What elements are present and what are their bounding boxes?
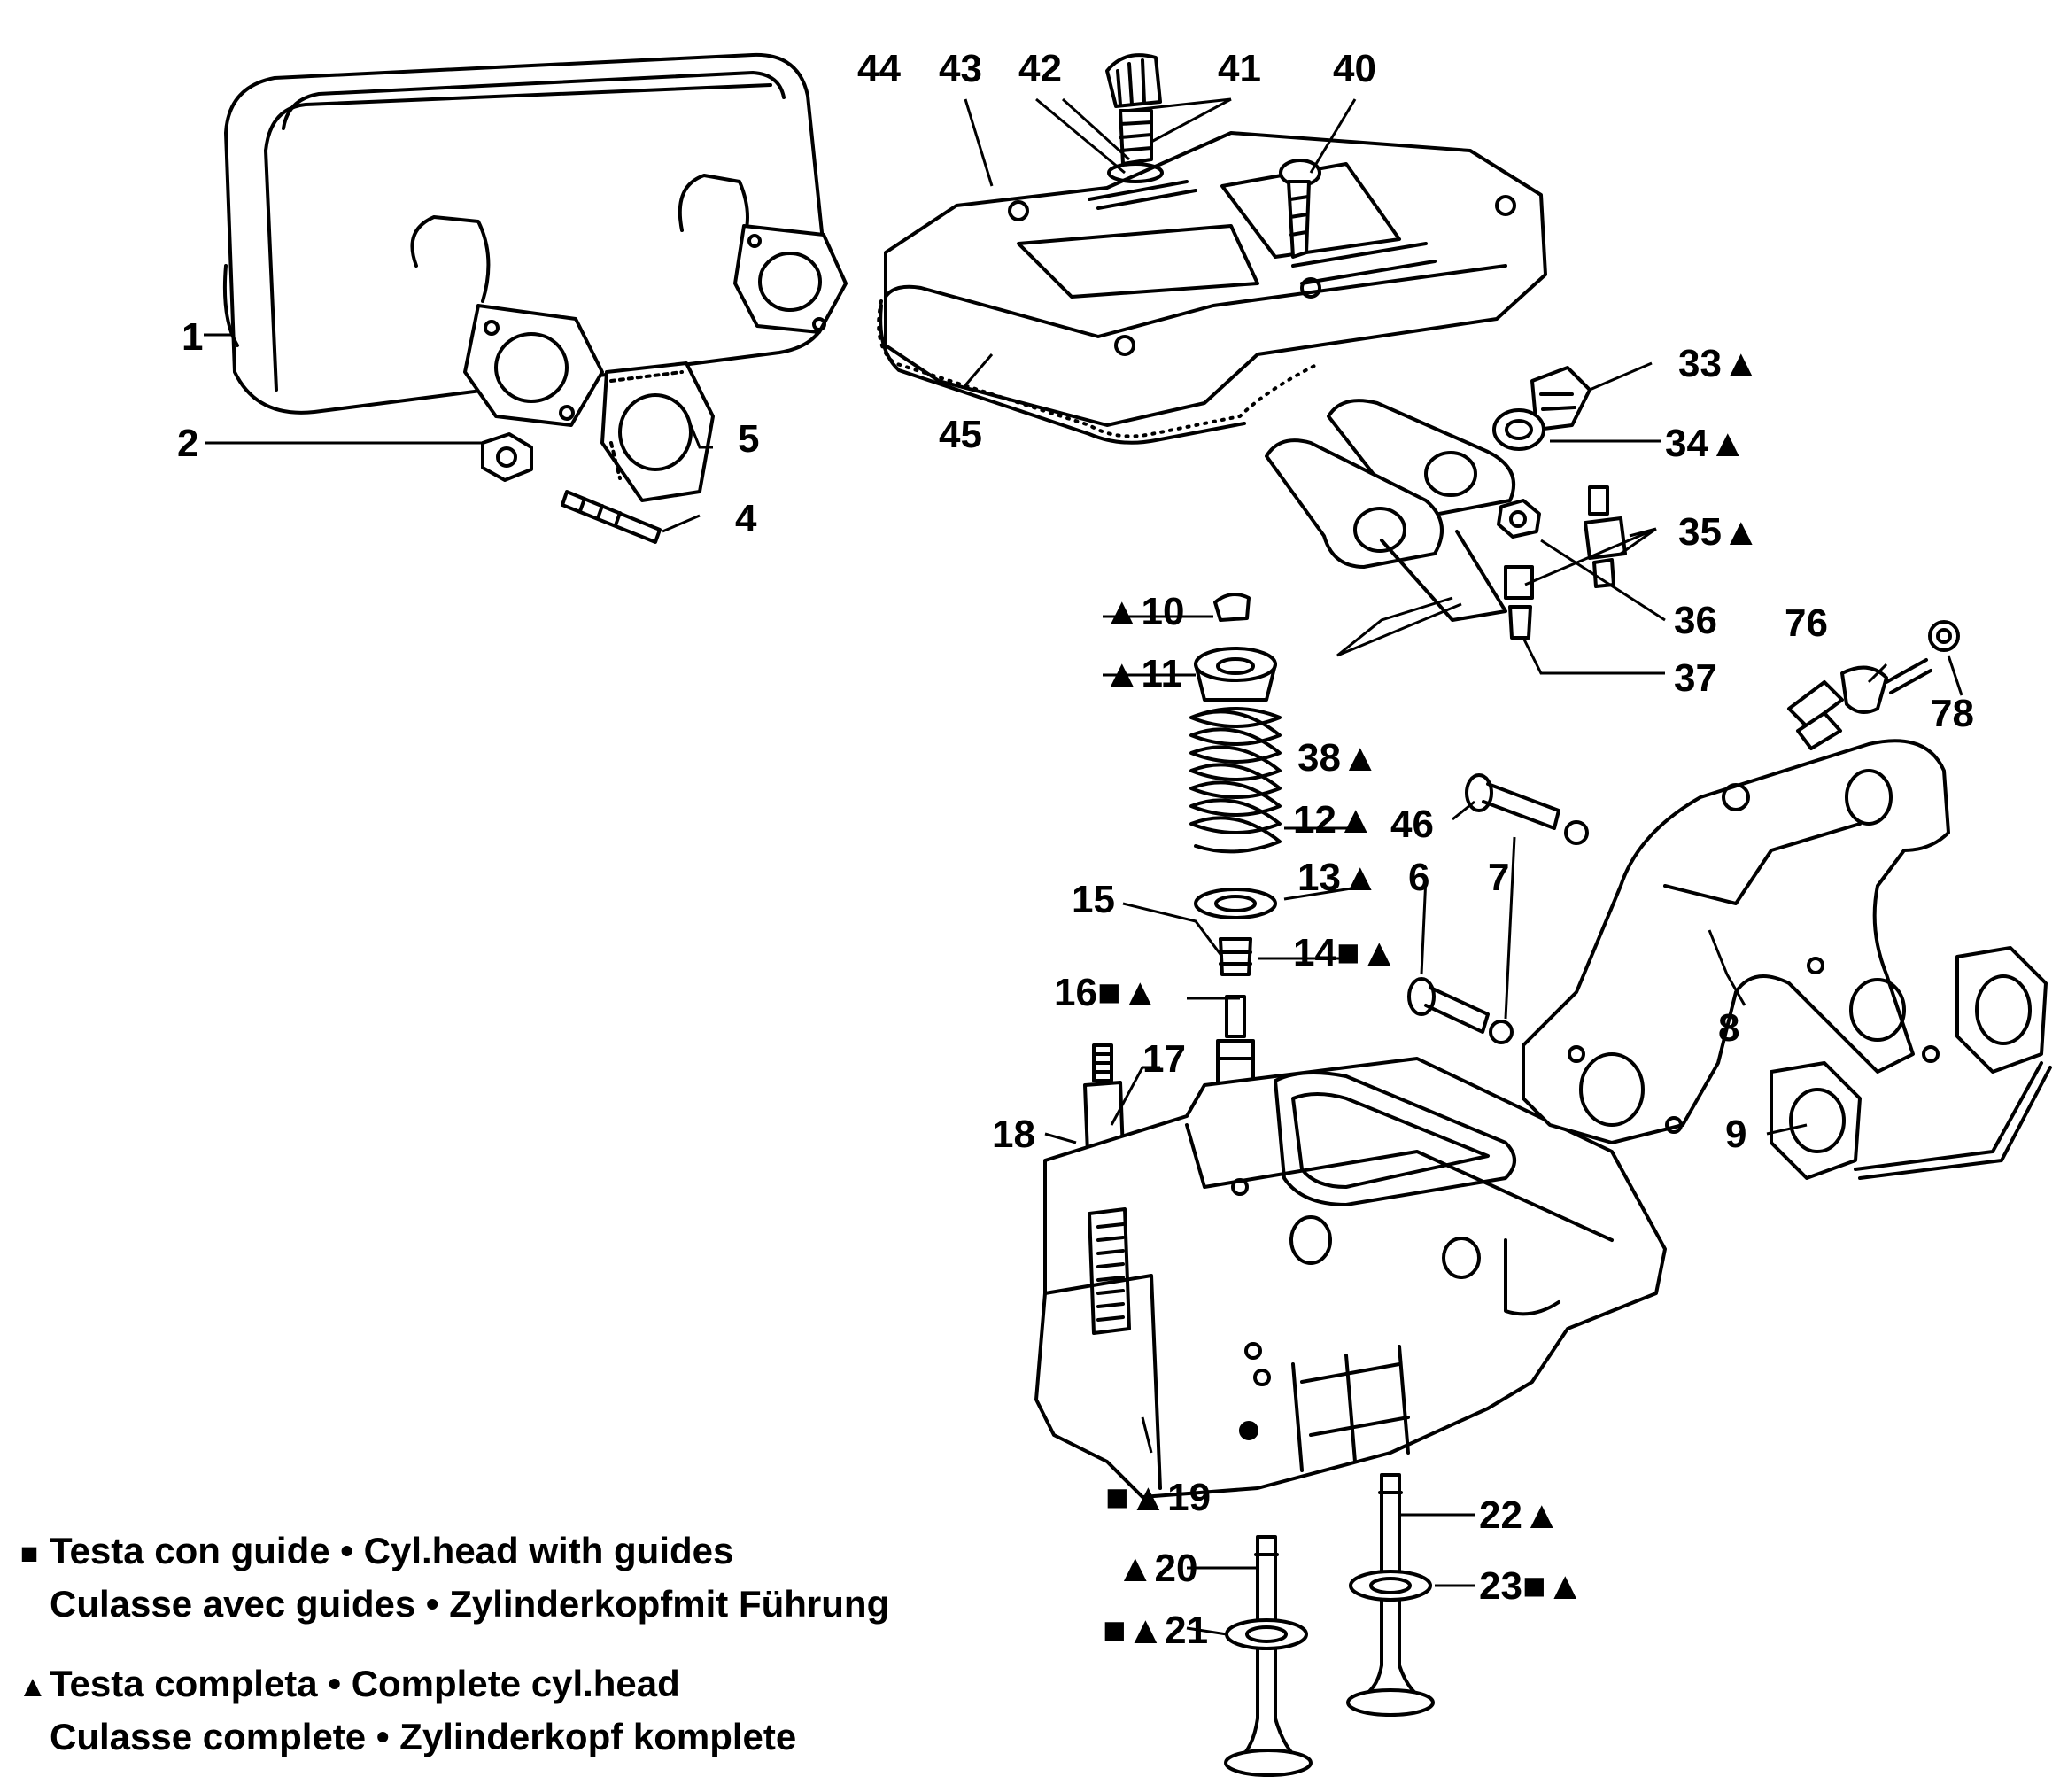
callout-41: 41	[1218, 47, 1261, 90]
manifold-gasket	[1770, 946, 2052, 1180]
callout-22: 22▲	[1479, 1493, 1561, 1537]
callout-16: 16■▲	[1054, 971, 1159, 1014]
callout-10: ▲10	[1103, 590, 1185, 633]
callout-15: 15	[1072, 878, 1115, 921]
legend-square-line1: ■ Testa con guide • Cyl.head with guides	[18, 1530, 734, 1571]
adjusting-screw	[1492, 366, 1591, 451]
head-stud	[1077, 1043, 1130, 1178]
callout-43: 43	[939, 47, 982, 90]
legend-triangle-line1: ▲Testa completa • Complete cyl.head	[18, 1665, 680, 1703]
callout-78: 78	[1931, 692, 1974, 735]
callout-35: 35▲	[1678, 510, 1761, 554]
nut	[481, 432, 533, 482]
callout-38: 38▲	[1297, 736, 1380, 780]
cylinder-head	[1034, 1057, 1667, 1499]
callout-18: 18	[992, 1113, 1035, 1156]
callout-36: 36	[1674, 599, 1717, 642]
injector-fitting	[1787, 658, 1932, 750]
callout-45: 45	[939, 413, 982, 456]
triangle-marker-icon: ▲	[18, 1670, 48, 1703]
callout-6: 6	[1408, 856, 1429, 899]
valve-spring-assembly	[1189, 593, 1282, 1136]
rocker-studs	[1504, 485, 1627, 640]
callout-7: 7	[1488, 856, 1509, 899]
callout-20: ▲20	[1116, 1547, 1198, 1590]
callout-37: 37	[1674, 656, 1717, 700]
callout-40: 40	[1333, 47, 1376, 90]
callout-14: 14■▲	[1293, 931, 1398, 974]
muffler-gasket	[600, 361, 715, 502]
legend-triangle-text-1: Testa completa • Complete cyl.head	[50, 1663, 680, 1704]
callout-5: 5	[738, 417, 759, 461]
callout-17: 17	[1142, 1037, 1186, 1081]
legend-square-line2: Culasse avec guides • Zylinderkopfmit Fü…	[50, 1586, 889, 1623]
stud	[561, 490, 662, 544]
callout-23: 23■▲	[1479, 1564, 1584, 1608]
small-nut	[1928, 620, 1960, 652]
callout-2: 2	[177, 422, 198, 465]
rocker-arms	[1265, 399, 1515, 622]
exhaust-manifold	[1522, 739, 1950, 1144]
intake-valve	[1224, 1535, 1313, 1777]
callout-13: 13▲	[1297, 856, 1380, 899]
callout-44: 44	[857, 47, 901, 90]
callout-19: ■▲19	[1105, 1476, 1211, 1519]
callout-11: ▲11	[1103, 652, 1182, 695]
callout-21: ■▲21	[1103, 1609, 1208, 1652]
legend-triangle-text-2: Culasse complete • Zylinderkopf komplete	[50, 1716, 797, 1757]
callout-4: 4	[735, 497, 757, 540]
legend-triangle-line2: Culasse complete • Zylinderkopf komplete	[50, 1718, 796, 1756]
square-marker-icon: ■	[19, 1537, 39, 1571]
callout-33: 33▲	[1678, 342, 1761, 385]
callout-1: 1	[182, 315, 203, 359]
filler-cap	[1105, 53, 1164, 183]
callout-9: 9	[1725, 1113, 1746, 1156]
callout-34: 34▲	[1665, 422, 1747, 465]
leader-lines	[204, 97, 1963, 1636]
callout-42: 42	[1018, 47, 1062, 90]
callout-76: 76	[1785, 601, 1828, 645]
legend-square-text-2: Culasse avec guides • Zylinderkopfmit Fü…	[50, 1583, 890, 1625]
cover-screw	[1279, 159, 1321, 259]
exhaust-valve	[1346, 1473, 1435, 1717]
manifold-bolts	[1407, 773, 1589, 1044]
callout-46: 46	[1390, 803, 1434, 846]
callout-8: 8	[1718, 1006, 1739, 1050]
rocker-nut	[1497, 499, 1541, 539]
legend-square-text-1: Testa con guide • Cyl.head with guides	[50, 1530, 734, 1571]
muffler	[222, 52, 848, 427]
rocker-cover	[877, 131, 1547, 445]
callout-12: 12▲	[1293, 798, 1375, 842]
